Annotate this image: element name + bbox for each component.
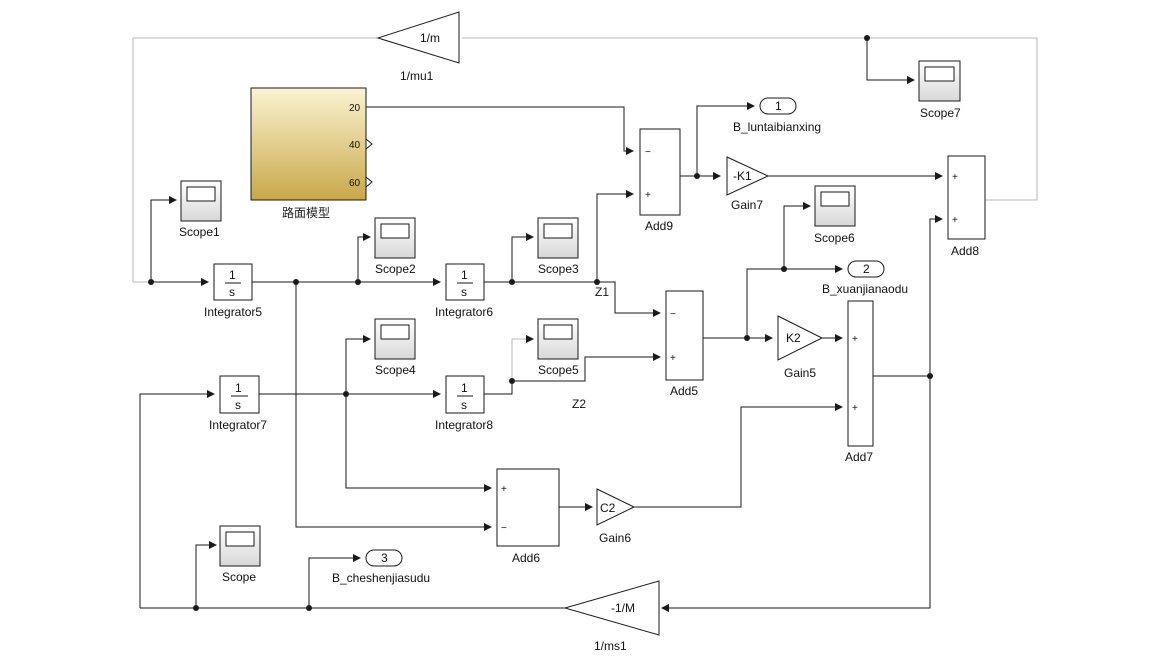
plus-sign: + [952,215,958,226]
scope-screen-icon [543,223,573,239]
plus-sign: + [852,403,858,414]
integrator-numerator: 1 [235,381,242,395]
port-40: 40 [349,140,361,151]
scope-block-6[interactable]: Scope6 [814,185,856,245]
sum-block-add6[interactable]: + − Add6 [496,468,560,565]
scope-screen-icon [186,186,216,202]
plus-sign: + [852,334,858,345]
outport-number: 1 [775,99,782,113]
scope-block-1[interactable]: Scope1 [179,180,222,239]
plus-sign: + [670,353,676,364]
scope-label: Scope4 [375,363,416,377]
integrator-block-8[interactable]: 1 s Integrator8 [435,375,493,432]
integrator-denominator: s [461,398,467,412]
outport-label: B_luntaibianxing [733,120,821,134]
scope-screen-icon [543,324,573,340]
gain-value: K2 [786,331,801,345]
scope-screen-icon [380,324,410,340]
outport-3[interactable]: 3 B_cheshenjiasudu [332,549,430,585]
integrator-denominator: s [461,285,467,299]
integrator-label: Integrator5 [204,305,262,319]
gain-value: -K1 [733,169,752,183]
subsystem-label: 路面模型 [282,205,330,220]
integrator-label: Integrator8 [435,418,493,432]
sum-block-add7[interactable]: + + Add7 [845,300,874,464]
sum-label: Add7 [845,450,873,464]
integrator-numerator: 1 [229,268,236,282]
gain-value: -1/M [611,601,635,615]
scope-block-5[interactable]: Scope5 [537,318,579,377]
scope-block-4[interactable]: Scope4 [374,318,416,377]
gain-label: 1/ms1 [594,639,627,653]
integrator-block-5[interactable]: 1 s Integrator5 [204,263,262,319]
outport-1[interactable]: 1 B_luntaibianxing [733,97,821,134]
sum-block-add8[interactable]: + + Add8 [947,155,986,258]
scope-label: Scope3 [538,262,579,276]
junction-dots [148,35,933,611]
gain-label: Gain7 [731,198,763,212]
outport-label: B_xuanjianaodu [822,282,908,296]
scope-screen-icon [820,191,850,207]
outport-number: 2 [863,262,870,276]
scope-block-3[interactable]: Scope3 [537,217,579,276]
gain-block-ms1[interactable]: -1/M 1/ms1 [563,580,660,653]
scope-label: Scope5 [538,363,579,377]
scope-label: Scope7 [920,106,961,120]
integrator-numerator: 1 [461,268,468,282]
scope-label: Scope [222,570,256,584]
sum-label: Add5 [670,384,698,398]
integrator-denominator: s [229,285,235,299]
scope-screen-icon [924,66,955,82]
signal-label-z2: Z2 [572,397,586,411]
road-model-subsystem[interactable]: 20 40 60 路面模型 [250,87,373,220]
integrator-block-6[interactable]: 1 s Integrator6 [435,263,493,319]
minus-sign: − [670,309,676,320]
outport-label: B_cheshenjiasudu [332,571,430,585]
outport-2[interactable]: 2 B_xuanjianaodu [822,260,908,296]
gain-label: Gain5 [784,366,816,380]
gain-block-gain5[interactable]: K2 Gain5 [777,315,824,380]
signal-label-z1: Z1 [595,285,609,299]
gain-label: 1/mu1 [400,69,434,83]
integrator-numerator: 1 [461,381,468,395]
gain-label: Gain6 [599,531,631,545]
integrator-label: Integrator7 [209,418,267,432]
outport-number: 3 [381,551,388,565]
integrator-block-7[interactable]: 1 s Integrator7 [209,375,267,432]
scope-label: Scope6 [814,231,855,245]
plus-sign: + [501,484,507,495]
integrator-label: Integrator6 [435,305,493,319]
gain-value: C2 [600,501,616,515]
gain-block-mu1[interactable]: 1/m 1/mu1 [376,11,460,83]
integrator-denominator: s [235,398,241,412]
plus-sign: + [952,172,958,183]
sum-label: Add6 [512,551,540,565]
plus-sign: + [645,190,651,201]
port-20: 20 [349,103,361,114]
sum-label: Add9 [645,219,673,233]
minus-sign: − [501,523,507,534]
sum-label: Add8 [951,244,979,258]
gain-block-gain6[interactable]: C2 Gain6 [596,488,636,545]
sum-block-add9[interactable]: − + Add9 [639,128,681,233]
scope-block-7[interactable]: Scope7 [918,60,961,120]
scope-label: Scope2 [375,262,416,276]
scope-block[interactable]: Scope [219,525,261,584]
scope-label: Scope1 [179,225,220,239]
scope-screen-icon [380,223,410,239]
sum-block-add5[interactable]: − + Add5 [665,290,704,398]
scope-screen-icon [225,531,255,547]
minus-sign: − [645,147,651,158]
gain-value: 1/m [420,31,440,45]
gain-block-gain7[interactable]: -K1 Gain7 [726,156,770,212]
port-60: 60 [349,178,361,189]
scope-block-2[interactable]: Scope2 [374,217,416,276]
